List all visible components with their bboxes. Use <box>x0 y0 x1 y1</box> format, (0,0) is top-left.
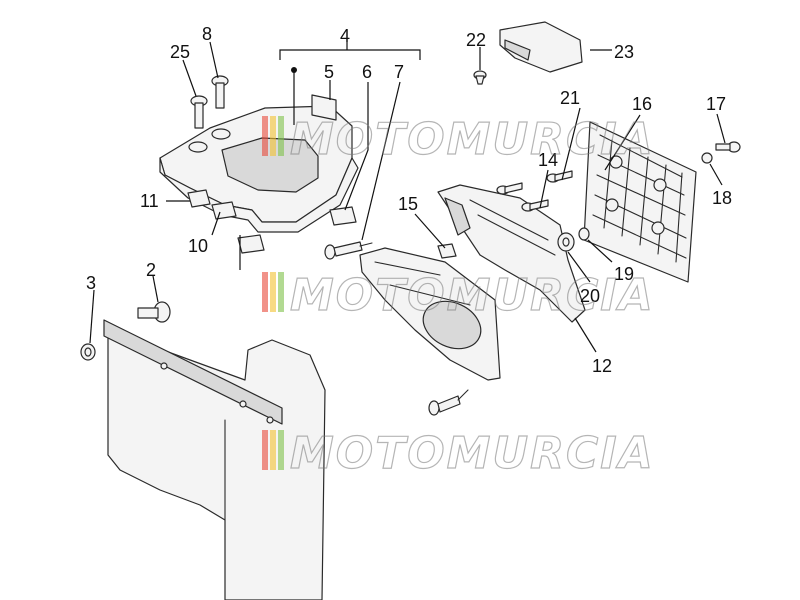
callout-18: 18 <box>712 188 732 208</box>
screw-21-b <box>546 170 573 183</box>
callout-16: 16 <box>632 94 652 114</box>
mudflap <box>103 319 326 600</box>
clip-nut-10 <box>211 201 237 220</box>
callout-15: 15 <box>398 194 418 214</box>
washer-3 <box>80 343 96 361</box>
washer-18 <box>701 152 713 164</box>
rear-tray-assembly <box>159 94 359 233</box>
screw-21-a <box>496 182 523 195</box>
nut-20 <box>557 232 575 252</box>
cover-23 <box>499 21 583 73</box>
callout-22: 22 <box>466 30 486 50</box>
license-plate-frame-16 <box>583 121 697 283</box>
screw-8 <box>211 75 229 109</box>
callout-6: 6 <box>362 62 372 82</box>
clip-nut-11 <box>187 189 211 208</box>
callout-20: 20 <box>580 286 600 306</box>
clip-15 <box>437 243 457 259</box>
callout-19: 19 <box>614 264 634 284</box>
screw-17 <box>715 141 741 153</box>
watermark-text-top: MOTOMURCIA <box>290 114 655 165</box>
watermark-text-bottom: MOTOMURCIA <box>290 428 655 479</box>
callout-7: 7 <box>394 62 404 82</box>
callout-12: 12 <box>592 356 612 376</box>
clip-nut-6 <box>329 206 357 226</box>
callout-17: 17 <box>706 94 726 114</box>
rivet-lower <box>428 389 469 416</box>
callout-labels: 2 3 4 5 6 7 8 10 11 12 14 15 16 17 18 19… <box>86 24 732 376</box>
screw-22 <box>473 70 487 85</box>
callout-2: 2 <box>146 260 156 280</box>
callout-5: 5 <box>324 62 334 82</box>
clip-nut-lower <box>237 234 265 254</box>
bolt-2 <box>137 301 171 323</box>
watermark-text-middle: MOTOMURCIA <box>290 270 655 321</box>
watermark-middle: MOTOMURCIA <box>262 269 655 322</box>
watermark-bottom: MOTOMURCIA <box>262 427 655 480</box>
callout-11: 11 <box>140 191 159 211</box>
callout-21: 21 <box>560 88 580 108</box>
callout-4: 4 <box>340 26 350 46</box>
washer-19 <box>578 227 590 241</box>
leader-lines <box>89 41 726 353</box>
fender-bracket-12 <box>437 184 586 323</box>
rivet-7 <box>324 241 373 260</box>
callout-23: 23 <box>614 42 634 62</box>
inner-mudguard <box>359 247 501 381</box>
callout-25: 25 <box>170 42 190 62</box>
callout-14: 14 <box>538 150 558 170</box>
callout-3: 3 <box>86 273 96 293</box>
watermark-top: MOTOMURCIA <box>262 113 655 166</box>
callout-8: 8 <box>202 24 212 44</box>
screw-25 <box>190 95 208 129</box>
callout-10: 10 <box>188 236 208 256</box>
